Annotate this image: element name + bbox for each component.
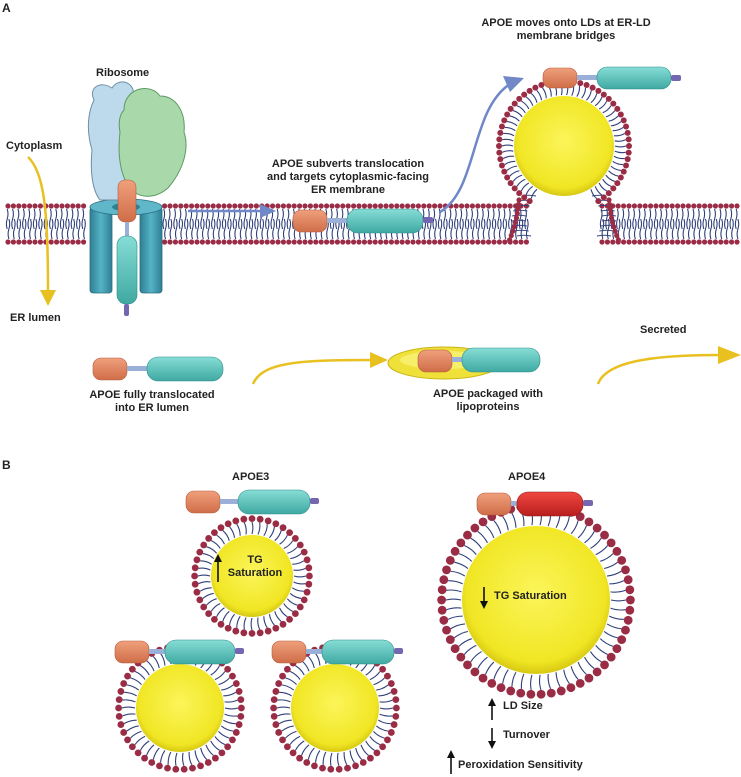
apoe3-lipid-droplet-top: [191, 515, 313, 637]
turnover-label: Turnover: [503, 729, 550, 741]
cytoplasm-label: Cytoplasm: [6, 140, 63, 152]
subverts-line-3: ER membrane: [311, 184, 385, 196]
moves-line-1: APOE moves onto LDs at ER-LD: [481, 17, 651, 29]
cytoplasm-to-lumen-arrow: [27, 156, 56, 306]
membrane-to-ld-arrow: [439, 76, 524, 214]
packaged-line-2: lipoproteins: [456, 401, 520, 413]
lipoprotein-particle: [387, 346, 541, 380]
fully-translocated-label: APOE fully translocated into ER lumen: [62, 389, 242, 415]
packaging-arrow: [251, 352, 388, 385]
panel-b-label: B: [2, 458, 11, 472]
subverts-line-2: and targets cytoplasmic-facing: [267, 171, 429, 183]
panel-a-label: A: [2, 1, 11, 15]
subverts-label: APOE subverts translocation and targets …: [244, 158, 452, 197]
apoe4-tg-saturation-label: TG Saturation: [494, 590, 567, 602]
apoe-on-budding-ld: [542, 66, 681, 90]
budding-lipid-droplet: [496, 78, 632, 243]
moves-line-2: membrane bridges: [516, 30, 616, 42]
er-lumen-label: ER lumen: [10, 312, 61, 324]
apoe-fully-translocated: [92, 356, 224, 382]
apoe4-label: APOE4: [508, 471, 546, 483]
peroxidation-up-arrow: [447, 750, 455, 774]
apoe4-protein: [476, 491, 593, 517]
subverts-line-1: APOE subverts translocation: [271, 158, 425, 170]
ribosome-label: Ribosome: [96, 67, 150, 79]
apoe3-protein-left: [114, 639, 244, 665]
peroxidation-sensitivity-label: Peroxidation Sensitivity: [458, 759, 583, 771]
turnover-down-arrow: [488, 728, 496, 749]
ld-size-up-arrow: [488, 698, 496, 720]
moves-onto-lds-label: APOE moves onto LDs at ER-LD membrane br…: [466, 17, 666, 43]
apoe3-lipid-droplet-right: [270, 643, 400, 773]
apoe-on-er-membrane: [292, 208, 433, 234]
tg-saturation-down-arrow: [480, 587, 488, 609]
translocation-to-membrane-arrow: [188, 204, 276, 218]
tg-saturation-up-arrow: [214, 554, 222, 582]
apoe3-tg-saturation-label: TG Saturation: [220, 554, 290, 580]
secreted-label: Secreted: [640, 324, 687, 336]
apoe3-tg-line-1: TG: [247, 554, 263, 566]
apoe3-label: APOE3: [232, 471, 270, 483]
secretion-arrow: [596, 346, 741, 385]
translocated-line-1: APOE fully translocated: [89, 389, 215, 401]
packaged-line-1: APOE packaged with: [432, 388, 544, 400]
nascent-apoe-in-translocon: [116, 179, 138, 316]
ribosome-icon: [87, 81, 187, 201]
apoe3-protein-right: [271, 639, 403, 665]
packaged-label: APOE packaged with lipoproteins: [408, 388, 568, 414]
ld-size-label: LD Size: [503, 700, 543, 712]
translocated-line-2: into ER lumen: [115, 402, 189, 414]
apoe3-tg-line-2: Saturation: [227, 567, 283, 579]
apoe3-protein-top: [185, 489, 319, 515]
er-membrane-bilayer: [5, 203, 740, 245]
